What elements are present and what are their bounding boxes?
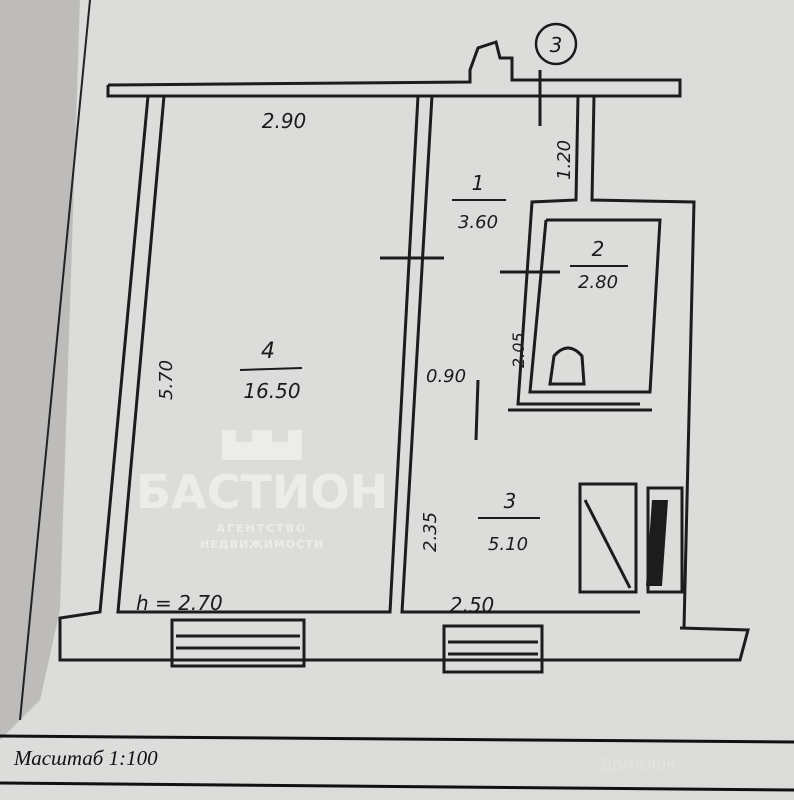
dim-bath-side: 2.05 [509, 332, 528, 368]
dim-top-room4: 2.90 [262, 109, 307, 133]
dim-kitchen-side: 2.35 [420, 512, 441, 552]
room-2-number: 2 [592, 237, 605, 261]
agency-watermark: БАСТИОН АГЕНТСТВО НЕДВИЖИМОСТИ [136, 430, 388, 551]
room-4-number: 4 [261, 339, 275, 364]
ceiling-height: h = 2.70 [136, 591, 223, 615]
watermark-line2: НЕДВИЖИМОСТИ [200, 538, 324, 551]
page-border [19, 0, 91, 721]
scale-caption: Масштаб 1:100 [13, 746, 158, 770]
dim-kitchen-bottom: 2.50 [450, 593, 495, 617]
watermark-brand: БАСТИОН [136, 465, 388, 519]
watermark-line1: АГЕНТСТВО [216, 522, 307, 535]
room-1-number: 1 [472, 171, 485, 195]
caption-line-bottom [0, 781, 794, 792]
unit-circle [534, 22, 578, 66]
dim-corridor-top: 1.20 [554, 140, 575, 180]
room-3-area: 5.10 [488, 534, 528, 555]
fridge-shading [646, 500, 668, 586]
room-2-area: 2.80 [578, 272, 618, 293]
walls [58, 40, 750, 674]
caption-line-top [0, 734, 794, 744]
room-1-area: 3.60 [458, 212, 498, 233]
unit-number: 3 [550, 33, 563, 57]
room-4-area: 16.50 [243, 379, 300, 403]
dim-door-width: 0.90 [426, 366, 466, 387]
room-3-number: 3 [504, 489, 517, 513]
dim-left-room4: 5.70 [156, 360, 177, 400]
site-watermark: ДомКлик [600, 755, 676, 774]
